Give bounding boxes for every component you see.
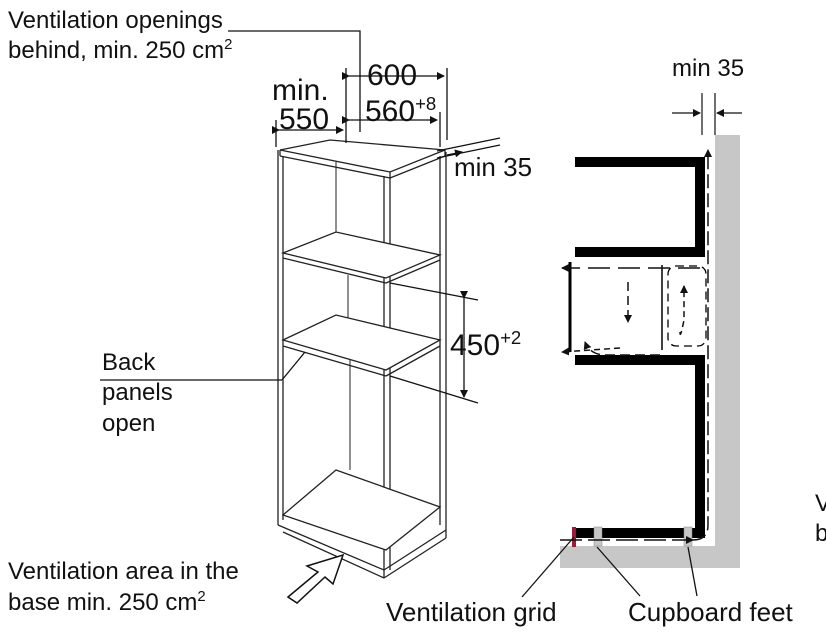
dim-450-label: 450+2 [450,327,522,362]
tall-cabinet [277,139,447,579]
vent-base-label-line1: Ventilation area in the [8,558,239,585]
dim-min35-cabinet-label: min 35 [454,152,533,182]
cabinet-dimensions [100,30,501,404]
vent-openings-label-line2: behind, min. 250 cm2 [8,37,233,64]
airflow-path [521,93,742,598]
base-air-arrow [286,553,345,604]
dim-min-label: min. [272,74,329,107]
dim-min35-section-label: min 35 [672,55,745,82]
vent-openings-label-line1: Ventilation openings [8,7,223,34]
dim-550-label: 550 [279,103,330,136]
cupboard-feet-label: Cupboard feet [628,597,793,627]
cut-off-text-2: b [815,520,826,547]
back-panels-label-line1: Back [102,349,156,376]
cross-section [560,135,740,568]
vent-grid-label: Ventilation grid [386,597,557,627]
cut-off-text-1: V [815,490,826,517]
dim-560-label: 560+8 [365,93,437,128]
vent-base-label-line2: base min. 250 cm2 [8,589,206,616]
dim-600-label: 600 [367,59,418,92]
back-panels-label-line3: open [102,410,156,437]
back-panels-label-line2: panels [102,379,173,406]
